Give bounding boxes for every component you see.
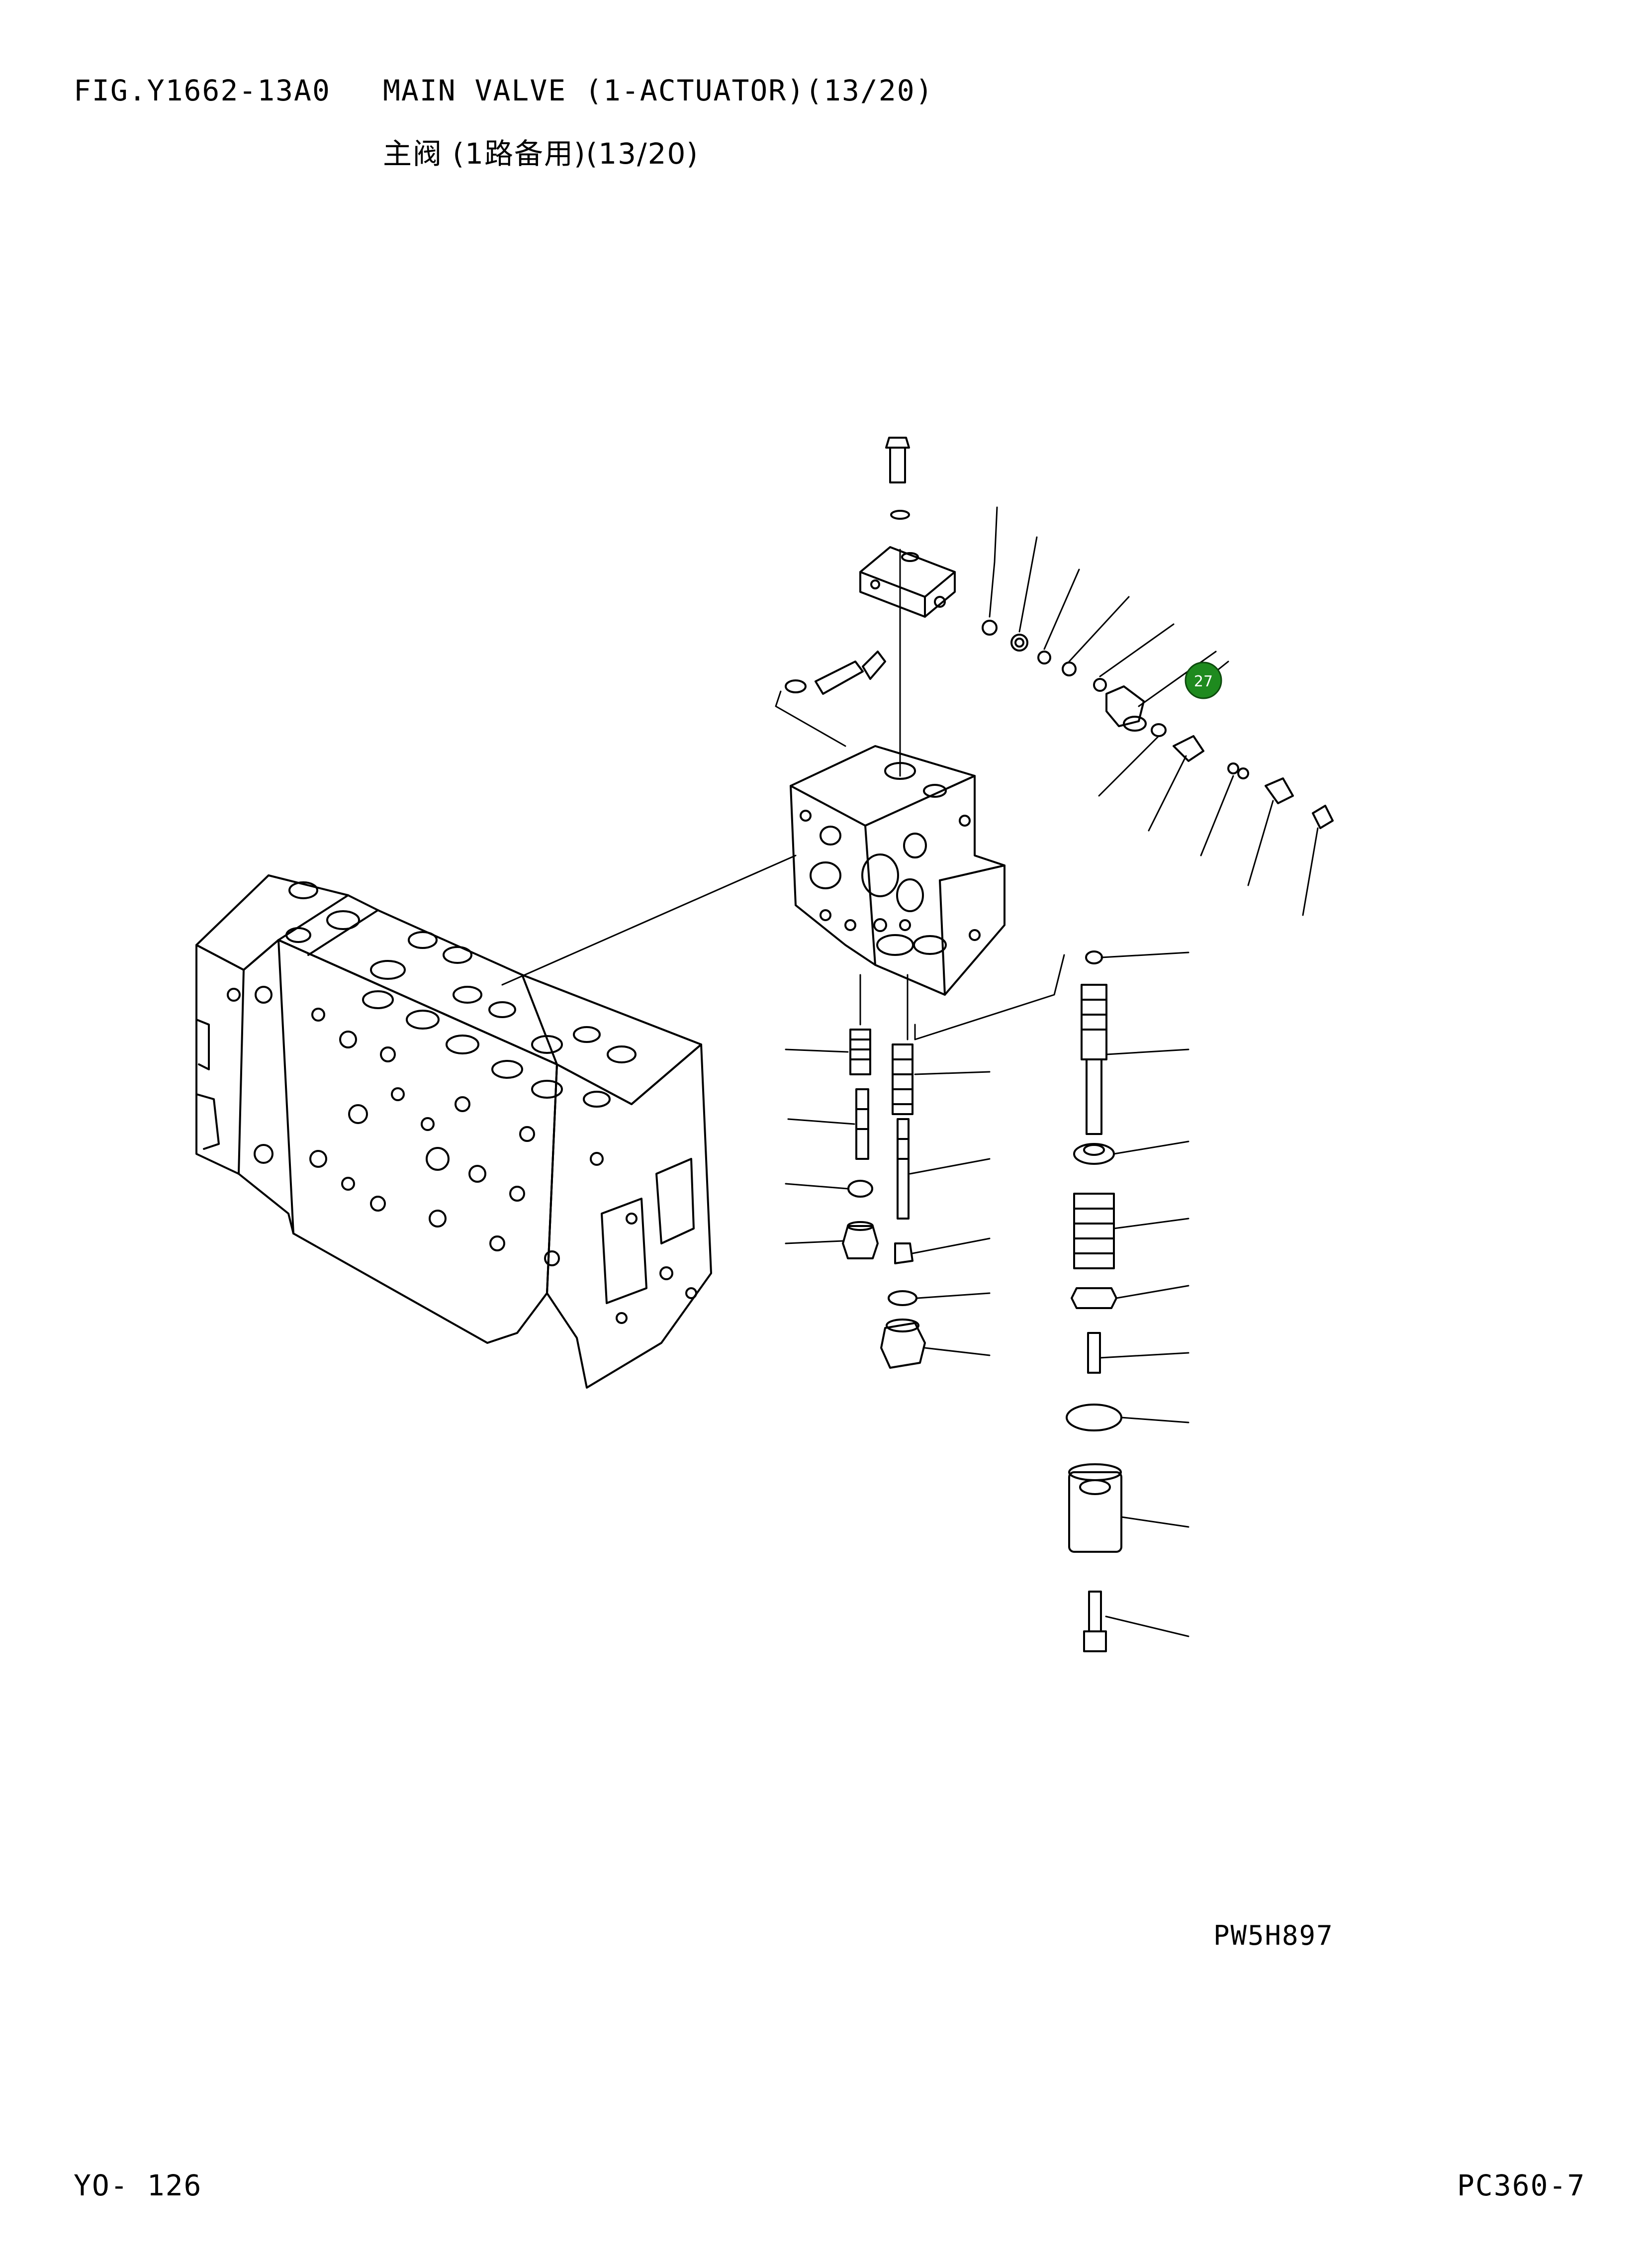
figure-code: FIG.Y1662-13A0 bbox=[74, 74, 331, 107]
valve-section-body bbox=[790, 745, 1005, 996]
title-english: MAIN VALVE (1-ACTUATOR)(13/20) bbox=[383, 74, 934, 107]
leader-lines-upper bbox=[989, 506, 1319, 916]
parts-column-right bbox=[914, 950, 1122, 1652]
callout-27[interactable] bbox=[1185, 661, 1229, 699]
callout-27-label: 27 bbox=[1194, 673, 1213, 690]
mounting-bolt bbox=[775, 651, 886, 747]
leader-lines-lower bbox=[785, 951, 1189, 1637]
main-valve-block bbox=[195, 874, 712, 1389]
cover-plate-assembly bbox=[859, 437, 956, 777]
page-number: YO- 126 bbox=[74, 2169, 202, 2202]
parts-column-left bbox=[842, 974, 879, 1259]
model-code: PC360-7 bbox=[1457, 2169, 1586, 2202]
drawing-code: PW5H897 bbox=[1213, 1920, 1334, 1951]
title-chinese: 主阀 (1路备用)(13/20) bbox=[383, 137, 699, 171]
small-parts-row-upper bbox=[982, 620, 1334, 829]
callout-27-circle[interactable] bbox=[1185, 662, 1222, 699]
parts-column-middle bbox=[880, 974, 926, 1369]
